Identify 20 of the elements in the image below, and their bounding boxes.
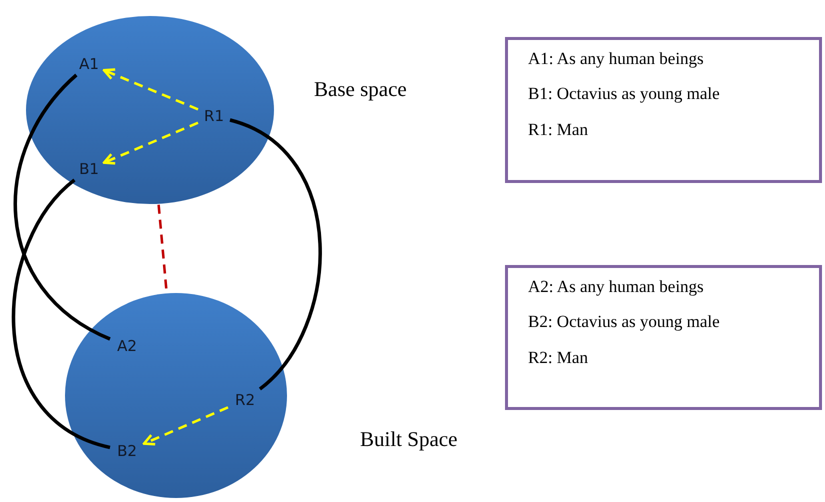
point-label: B2 bbox=[112, 442, 142, 460]
legend-box bbox=[505, 37, 822, 183]
point-label: R1 bbox=[200, 107, 228, 125]
definition-text: A1: As any human beings bbox=[528, 48, 705, 70]
space-title: Base space bbox=[314, 76, 407, 103]
point-label: A2 bbox=[112, 337, 142, 355]
definition-text: A2: As any human beings bbox=[528, 276, 705, 298]
point-label: A1 bbox=[76, 55, 102, 73]
definition-text: B1: Octavius as young male bbox=[528, 83, 721, 104]
legend-box bbox=[505, 265, 822, 410]
definition-text: R1: Man bbox=[528, 118, 589, 140]
point-label: B1 bbox=[76, 160, 102, 178]
point-label: R2 bbox=[230, 391, 260, 409]
arrow bbox=[142, 406, 228, 446]
arrow bbox=[102, 122, 198, 165]
definition-text: B2: Octavius as young male bbox=[528, 311, 721, 332]
space-title: Built Space bbox=[360, 426, 458, 453]
definition-text: R2: Man bbox=[528, 346, 589, 368]
connector-line bbox=[229, 118, 322, 390]
arrow bbox=[102, 68, 198, 110]
